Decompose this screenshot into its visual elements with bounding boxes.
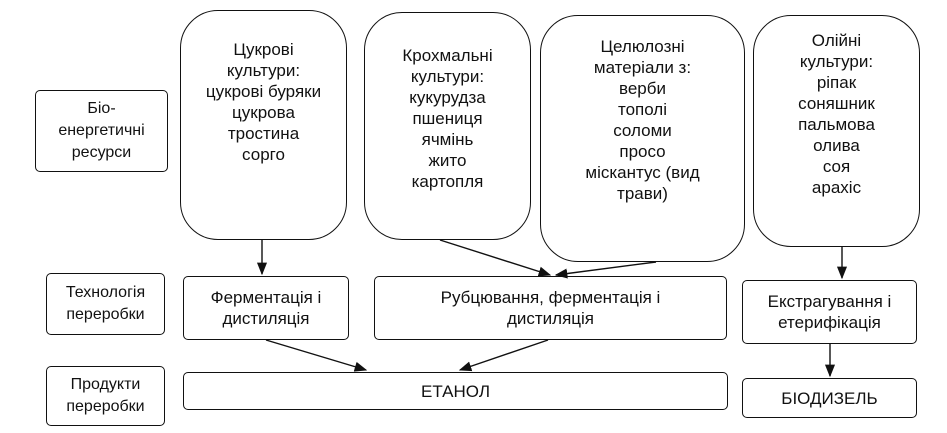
resource-line: Крохмальні	[402, 46, 493, 65]
arrow-starch-to-chopping	[439, 239, 552, 277]
resource-line: пшениця	[412, 109, 483, 128]
arrow-fermentation-to-ethanol	[265, 339, 368, 372]
tech-chopping-fermentation-distillation: Рубцювання, ферментація і дистиляція	[374, 276, 727, 340]
resource-line: ріпак	[816, 73, 857, 92]
resource-line: пальмова	[798, 115, 875, 134]
resource-line: верби	[619, 79, 666, 98]
resource-line: Целюлозні	[600, 37, 685, 56]
resource-line: міскантус (вид	[585, 163, 700, 182]
product-ethanol: ЕТАНОЛ	[183, 372, 728, 410]
resource-line: соняшник	[798, 94, 875, 113]
resource-line: сорго	[242, 145, 285, 164]
resource-oil-crops: Олійні культури: ріпак соняшник пальмова…	[753, 15, 920, 247]
product-biodiesel: БІОДИЗЕЛЬ	[742, 378, 917, 418]
resource-line: соломи	[613, 121, 672, 140]
resource-line: культури:	[226, 61, 301, 80]
resource-line: цукрові буряки	[205, 82, 322, 101]
row-label-line: ресурси	[71, 144, 132, 161]
resource-line: кукурудза	[409, 88, 486, 107]
resource-starch-crops: Крохмальні культури: кукурудза пшениця я…	[364, 12, 531, 240]
product-label: ЕТАНОЛ	[421, 381, 490, 401]
resource-line: соя	[822, 157, 851, 176]
resource-line: ячмінь	[421, 130, 474, 149]
arrow-chopping-to-ethanol	[458, 339, 549, 372]
tech-line: Екстрагування і	[767, 292, 892, 311]
row-label-line: Біо-	[87, 100, 116, 117]
resource-line: олива	[813, 136, 860, 155]
product-label: БІОДИЗЕЛЬ	[781, 388, 878, 408]
tech-extraction-esterification: Екстрагування і етерифікація	[742, 280, 917, 344]
resource-sugar-crops: Цукрові культури: цукрові буряки цукрова…	[180, 10, 347, 240]
resource-line: матеріали з:	[593, 58, 692, 77]
tech-line: Рубцювання, ферментація і	[440, 288, 661, 307]
tech-line: дистиляція	[222, 309, 310, 328]
resource-cellulose-materials: Целюлозні матеріали з: верби тополі соло…	[540, 15, 745, 262]
tech-line: Ферментація і	[210, 288, 322, 307]
resource-line: трави)	[617, 184, 668, 203]
resource-line: Цукрові	[233, 40, 294, 59]
resource-line: картопля	[411, 172, 484, 191]
arrow-cellulose-to-chopping	[554, 261, 657, 279]
resource-line: жито	[428, 151, 467, 170]
resource-line: цукрова	[232, 103, 295, 122]
tech-line: дистиляція	[506, 309, 595, 328]
row-label-line: Технологія	[65, 284, 146, 301]
resource-line: тополі	[617, 100, 668, 119]
resource-line: просо	[619, 142, 666, 161]
tech-fermentation-distillation: Ферментація і дистиляція	[183, 276, 349, 340]
row-label-technology: Технологія переробки	[46, 273, 165, 335]
resource-line: тростина	[227, 124, 300, 143]
resource-line: Олійні	[811, 31, 862, 50]
row-label-resources: Біо- енергетичні ресурси	[35, 90, 168, 172]
row-label-line: переробки	[66, 306, 145, 323]
tech-line: етерифікація	[778, 313, 881, 332]
row-label-products: Продукти переробки	[46, 366, 165, 426]
resource-line: культури:	[799, 52, 874, 71]
resource-line: арахіс	[811, 178, 862, 197]
resource-line: культури:	[410, 67, 485, 86]
row-label-line: переробки	[66, 398, 145, 415]
row-label-line: енергетичні	[58, 122, 145, 139]
row-label-line: Продукти	[70, 376, 141, 393]
